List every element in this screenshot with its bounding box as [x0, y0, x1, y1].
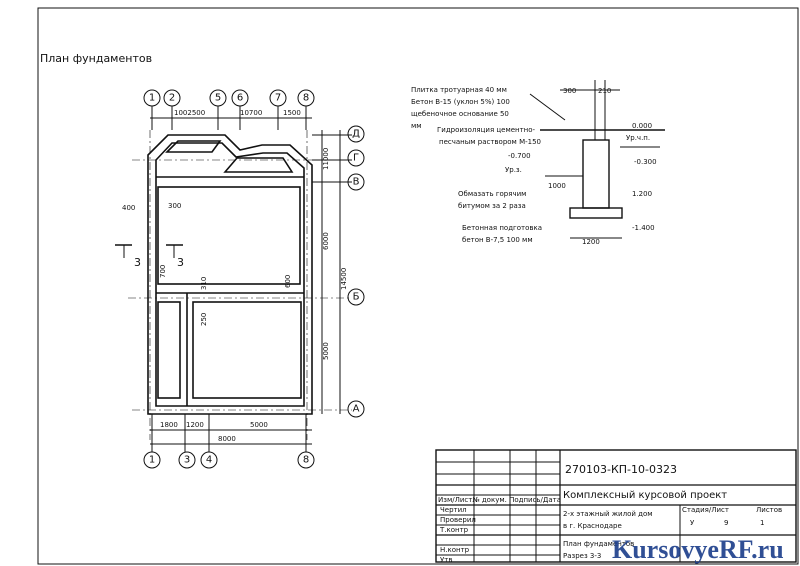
right-dims: 11000 6000 14500 5000 [312, 130, 352, 414]
width-1200: 1200 [582, 238, 600, 246]
dim-300: 300 [563, 87, 576, 95]
sheet-no-value: 9 [724, 519, 728, 527]
stamp-sheet-2: Разрез 3-3 [563, 552, 601, 560]
level-1400: -1.400 [632, 224, 655, 232]
title-block: Изм/Лист№ докум. Подпись/Дата Чертил Про… [435, 449, 797, 564]
level-urz: Ур.з. [505, 166, 522, 174]
drawing-title: План фундаментов [40, 52, 152, 65]
dim-right-3: 14500 [340, 268, 348, 290]
dim-bottom-4: 8000 [218, 435, 236, 443]
layer-3: щебеночное основание 50 [411, 110, 509, 118]
stamp-building-2: в г. Краснодаре [563, 522, 622, 530]
axis-right-d: Д [352, 129, 360, 140]
axis-right-b: Б [353, 292, 360, 303]
level-1200: 1.200 [632, 190, 652, 198]
axis-top-1: 1 [149, 93, 155, 104]
axis-right-a: А [353, 404, 360, 415]
axis-bottom-8: 8 [303, 455, 309, 466]
axis-top-8: 8 [303, 93, 309, 104]
role-5: Утв [440, 556, 452, 564]
waterproof-1: Гидроизоляция цементно- [437, 126, 536, 134]
section-mark-left: 3 [134, 256, 141, 269]
dim-top-2: 10700 [240, 109, 262, 117]
layer-1: Плитка тротуарная 40 мм [411, 86, 507, 94]
axis-top-7: 7 [275, 93, 281, 104]
axis-top-5: 5 [215, 93, 221, 104]
section-detail: Плитка тротуарная 40 мм Бетон В-15 (укло… [411, 80, 665, 246]
axis-bottom-3: 3 [184, 455, 190, 466]
dim-inner-700: 700 [159, 265, 167, 278]
dim-bottom-1: 1800 [160, 421, 178, 429]
axis-top-6: 6 [237, 93, 243, 104]
axes-right: Д Г В Б А [347, 125, 365, 418]
dim-top-3: 1500 [283, 109, 301, 117]
dim-bottom-3: 5000 [250, 421, 268, 429]
dim-inner-250: 250 [200, 313, 208, 326]
role-1: Чертил [440, 506, 467, 514]
section-mark-right: 3 [177, 256, 184, 269]
layer-4: мм [411, 122, 422, 130]
dim-top-1: 1002500 [174, 109, 205, 117]
dim-inner-600: 600 [284, 275, 292, 288]
axis-bottom-4: 4 [206, 455, 212, 466]
role-3: Т.контр [439, 526, 469, 534]
role-4: Н.контр [440, 546, 470, 554]
dim-right-4: 5000 [322, 342, 330, 360]
level-0700: -0.700 [508, 152, 531, 160]
axis-right-g: Г [353, 153, 359, 164]
sheet-frame [37, 7, 799, 565]
axis-top-2: 2 [169, 93, 175, 104]
stamp-project: Комплексный курсовой проект [563, 490, 727, 501]
axis-bottom-1: 1 [149, 455, 155, 466]
stage-value: У [690, 519, 695, 527]
dim-inner-300: 300 [168, 202, 181, 210]
level-0000: 0.000 [632, 122, 652, 130]
dim-inner-400: 400 [122, 204, 135, 212]
foundation-plan [147, 134, 313, 415]
sheets-value: 1 [760, 519, 764, 527]
coating-1: Обмазать горячим [458, 190, 526, 198]
section-marker: 3 3 [115, 244, 184, 269]
role-2: Проверил [440, 516, 476, 524]
dim-right-1: 11000 [322, 148, 330, 170]
level-urchp: Ур.ч.п. [626, 134, 650, 142]
coating-2: битумом за 2 раза [458, 202, 526, 210]
sheets-header: Листов [756, 506, 782, 514]
watermark: KursovyeRF.ru [612, 535, 784, 564]
stamp-building-1: 2-х этажный жилой дом [563, 510, 653, 518]
waterproof-2: песчаным раствором М-150 [439, 138, 541, 146]
axis-right-v: В [353, 177, 360, 188]
dim-inner-310: 310 [200, 277, 208, 290]
prep-1: Бетонная подготовка [462, 224, 542, 232]
stamp-code: 270103-КП-10-0323 [565, 463, 677, 476]
bottom-dims: 1800 1200 5000 8000 [150, 414, 312, 452]
width-1000: 1000 [548, 182, 566, 190]
level-0300: -0.300 [634, 158, 657, 166]
axes-bottom: 1 3 4 8 [143, 451, 315, 469]
dim-right-2: 6000 [322, 232, 330, 250]
layer-2: Бетон В-15 (уклон 5%) 100 [411, 98, 510, 106]
stamp-sheet-1: План фундаментов [563, 540, 634, 548]
stage-header: Стадия/Лист [682, 506, 729, 514]
dim-bottom-2: 1200 [186, 421, 204, 429]
prep-2: бетон В-7,5 100 мм [462, 236, 533, 244]
stamp-header: Изм/Лист№ докум. Подпись/Дата [438, 496, 561, 504]
